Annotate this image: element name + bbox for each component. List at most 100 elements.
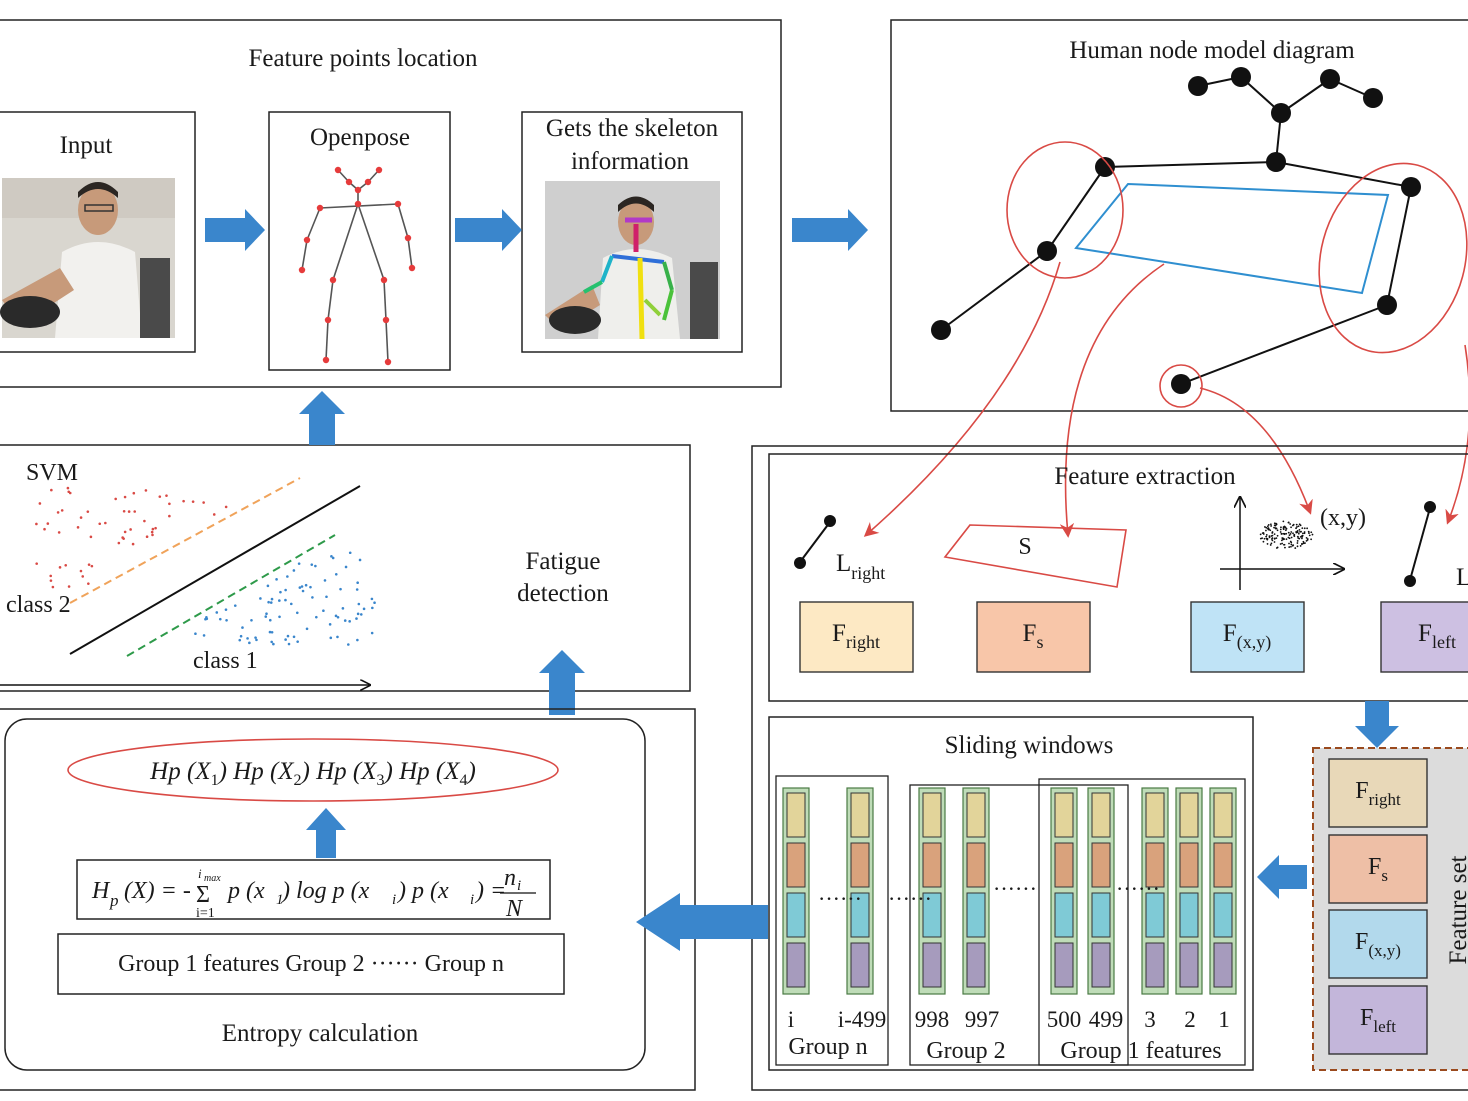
xy-scatter-points [1259,520,1314,549]
svm-blue-dot [371,606,374,610]
sliding-cell [850,892,870,938]
svm-blue-dot [255,638,258,642]
svm-red-dot [86,510,90,513]
xy-dot [1297,532,1300,535]
xy-dot [1292,532,1294,535]
human-model-title: Human node model diagram [1069,37,1355,64]
xy-dot [1300,535,1303,538]
xy-dot [1265,535,1268,538]
sliding-cell [922,842,942,888]
svm-blue-dot [356,612,360,616]
svg-text:n: n [504,865,516,891]
fs-box-label-2: F(x,y) [1355,929,1401,960]
xy-dot [1308,534,1311,537]
svm-red-dot [46,522,50,525]
xy-dot [1267,524,1270,526]
svm-blue-dot [356,638,359,642]
svm-red-dot [117,541,121,545]
entropy-formula: H p (X) = - Σ i max i=1 p (x 1 . ) log p… [91,865,536,922]
svm-red-dot [212,513,216,516]
svm-hyperplane [69,485,361,655]
svm-blue-dot [286,575,289,578]
svm-blue-dot [336,635,339,639]
svm-blue-dot [310,563,314,566]
xy-dot [1265,529,1267,532]
svm-blue-dot [205,616,208,619]
xy-dot [1279,531,1282,533]
svm-blue-dot [272,642,275,646]
svm-red-dot [123,495,127,499]
arrow-openpose-to-skeleton [455,209,522,251]
svm-red-dot [60,509,64,512]
xy-dot [1270,542,1273,545]
arrow-svm-to-feature-points [299,391,345,445]
svm-red-dot [168,514,171,518]
fs-box-3 [1328,985,1428,1055]
xy-dot [1288,542,1290,545]
svg-text:i: i [198,866,202,881]
svm-red-dot [165,494,168,497]
svm-red-dot [90,564,94,568]
svm-blue-dot [305,627,309,631]
svm-red-dot [89,535,93,539]
svg-text:max: max [204,873,221,884]
sliding-cell [1213,842,1233,888]
sliding-cell [1054,942,1074,988]
skeleton-lines [940,76,1412,385]
group-2-label: Group 2 [926,1038,1005,1064]
dots-1: ······ [818,886,862,911]
xy-dot [1259,537,1262,540]
svm-red-dot [57,531,61,534]
svm-red-dot [98,522,102,526]
fe-box-2 [1190,601,1305,673]
xy-dot [1290,526,1292,529]
xy-dot [1290,545,1292,548]
xy-dot [1290,536,1293,539]
xy-dot [1269,529,1272,532]
svm-blue-dot [348,620,351,623]
svm-red-dot [50,488,53,492]
arrow-formula-to-hp [306,808,346,858]
sliding-cell [786,892,806,938]
svm-blue-dot [266,584,270,588]
svm-blue-dot [331,556,335,560]
sliding-cell [922,942,942,988]
xy-dot [1285,532,1288,535]
xy-dot [1288,534,1291,537]
xy-dot [1303,527,1306,530]
feature-points-frame [0,19,782,388]
xy-dot [1296,540,1299,542]
svm-blue-dot [334,572,338,576]
entropy-caption: Entropy calculation [222,1020,419,1047]
xy-dot [1299,545,1302,547]
svm-blue-dot [289,602,293,606]
xy-dot [1296,535,1299,538]
svm-blue-dot [343,619,347,622]
svg-text:p: p [109,891,119,910]
xy-dot [1301,527,1304,530]
svm-frame [0,444,691,692]
l-left-glyph [1404,501,1436,587]
sliding-cell [1054,792,1074,838]
xy-dot [1287,521,1290,524]
svm-blue-dot [358,558,362,562]
xy-dot [1267,528,1270,531]
xy-dot [1304,542,1306,544]
xy-dot [1303,532,1306,535]
svm-blue-dot [225,618,228,622]
svm-blue-dot [298,586,302,589]
xy-dot [1264,526,1266,528]
xy-dot [1262,531,1265,534]
svm-blue-dot [286,634,290,638]
sliding-cell [1179,942,1199,988]
svm-red-dot [144,489,148,492]
input-label: Input [60,132,113,159]
xy-dot [1306,538,1309,540]
sliding-col-label-3: 997 [965,1007,1000,1032]
svm-blue-dot [357,602,361,606]
sliding-cell [850,942,870,988]
svm-blue-dot [284,638,287,641]
xy-dot [1271,537,1274,539]
svg-text:) =: ) = [474,878,506,904]
